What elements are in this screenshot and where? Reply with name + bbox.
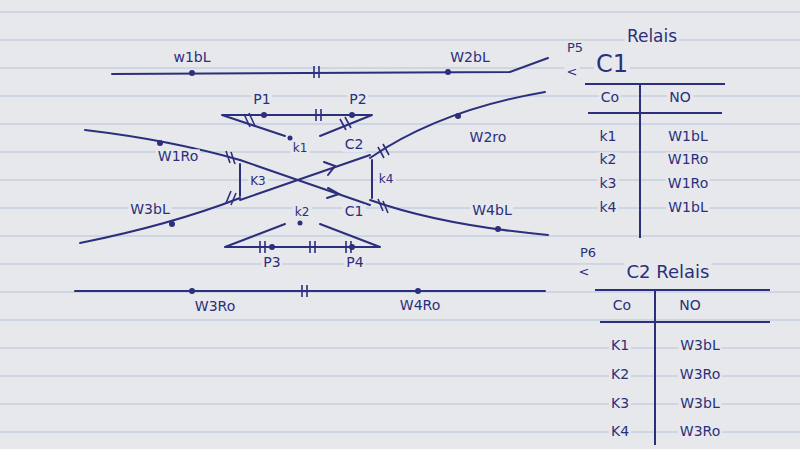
table-cell: W1Ro — [666, 152, 710, 167]
turnout-label: W3Ro — [193, 299, 237, 314]
track-lines — [75, 58, 548, 291]
turnout-label: W2bL — [448, 50, 491, 65]
table-header: Co — [599, 90, 621, 105]
section-label: P4 — [344, 255, 365, 270]
table-cell: W3bL — [678, 396, 721, 411]
table-title: C2 Relais — [625, 262, 712, 282]
paper-rules — [0, 12, 800, 432]
table-cell: W1bL — [666, 129, 709, 144]
table-cell: k4 — [597, 200, 618, 215]
relay-label: C2 — [343, 137, 366, 152]
k3-link — [239, 164, 241, 196]
feeder-mark: < — [565, 65, 580, 79]
section-label: P1 — [251, 92, 272, 107]
section-label: P2 — [347, 92, 368, 107]
w3bl-track — [80, 198, 240, 243]
bottom-track — [75, 290, 545, 292]
table-cell: k1 — [597, 129, 618, 144]
turnout-label: W4bL — [470, 203, 513, 218]
table-cell: W3Ro — [678, 367, 722, 382]
table-cell: K1 — [609, 338, 631, 353]
table-cell: k2 — [597, 152, 618, 167]
direction-arrows — [324, 162, 339, 198]
table-cell: k3 — [597, 176, 618, 191]
table-cell: W3bL — [678, 338, 721, 353]
turnout-label: W1Ro — [156, 149, 200, 164]
feeder-label: P6 — [578, 246, 598, 260]
lower-loop-section — [225, 224, 380, 247]
relay-label: C1 — [343, 204, 366, 219]
k4-link — [371, 160, 373, 198]
insulation-gaps — [226, 66, 389, 297]
turnout-dots — [157, 69, 501, 294]
table-header: NO — [667, 90, 693, 105]
table-cell: W1bL — [666, 200, 709, 215]
table-cell: K3 — [609, 396, 631, 411]
feeder-mark: < — [577, 265, 592, 279]
table-header: NO — [677, 298, 703, 313]
contact-label: k1 — [291, 142, 310, 155]
table-cell: W1Ro — [666, 176, 710, 191]
contact-label: k4 — [377, 173, 396, 186]
feeder-label: P5 — [565, 41, 585, 55]
cross-track-c1 — [240, 160, 370, 205]
c2-table-grid — [595, 290, 770, 445]
table-header: Co — [611, 298, 633, 313]
turnout-label: W2ro — [468, 130, 509, 145]
upper-loop-section — [222, 115, 372, 136]
table-cell: K4 — [609, 424, 631, 439]
turnout-label: W4Ro — [398, 298, 442, 313]
table-cell: K2 — [609, 367, 631, 382]
table-cell: W3Ro — [678, 424, 722, 439]
turnout-label: w1bL — [171, 50, 212, 65]
w2ro-track — [370, 92, 545, 158]
c1-arrow — [327, 188, 339, 198]
table-title: Relais — [625, 27, 679, 46]
w4bl-track — [370, 200, 548, 235]
turnout-label: W3bL — [128, 202, 171, 217]
table-title: C1 — [594, 51, 630, 77]
section-label: P3 — [261, 255, 282, 270]
c2-arrow — [324, 162, 335, 175]
relay-tables — [585, 84, 770, 445]
c1-table-grid — [585, 84, 725, 238]
contact-label: K3 — [248, 175, 268, 188]
contact-label: k2 — [293, 206, 312, 219]
cross-track-c2 — [240, 155, 370, 200]
